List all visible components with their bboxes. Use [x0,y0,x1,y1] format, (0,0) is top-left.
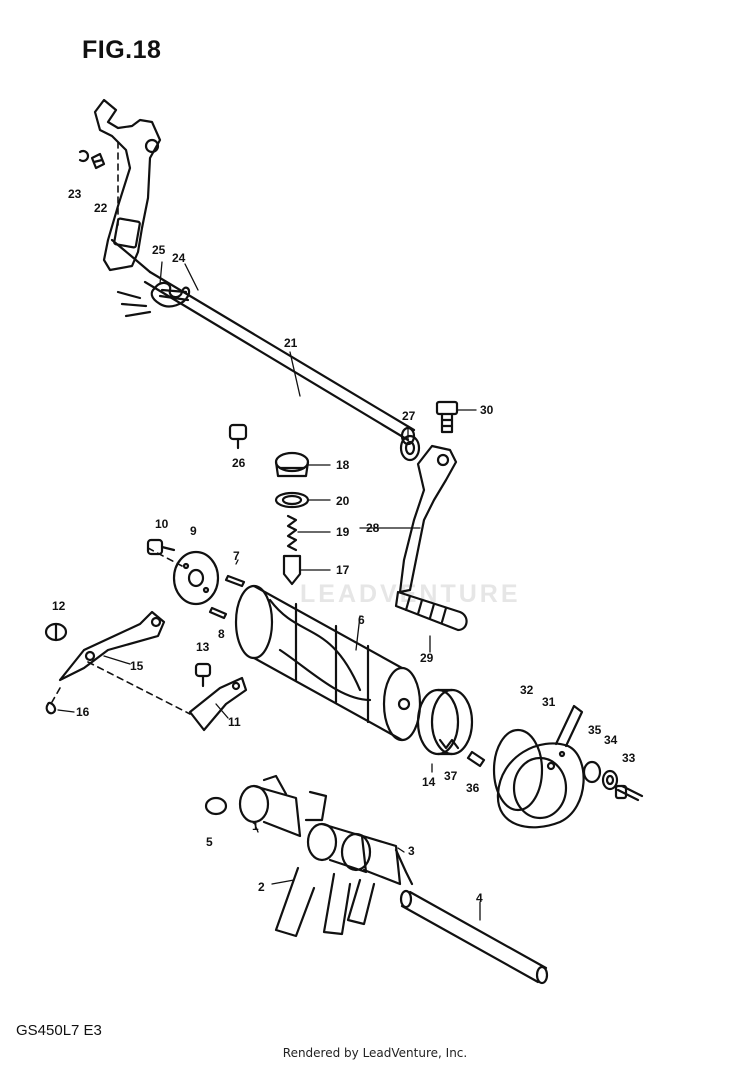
callout-15: 15 [130,659,144,673]
callout-14: 14 [422,775,436,789]
cam-driven-gear-9[interactable] [172,550,220,606]
o-ring-32[interactable] [492,728,544,812]
gear-shift-shaft[interactable] [110,238,416,446]
spring-16[interactable] [45,701,57,715]
footer-credit: Rendered by LeadVenture, Inc. [282,1046,468,1060]
plug-18[interactable] [274,451,310,478]
callout-8: 8 [218,627,225,641]
gear-shift-arm[interactable] [93,98,162,318]
callout-32: 32 [520,683,534,697]
callout-36: 36 [466,781,480,795]
callout-34: 34 [604,733,618,747]
gasket-20[interactable] [274,491,310,509]
neutral-stopper-17[interactable] [282,554,302,586]
callout-6: 6 [358,613,365,627]
screw-5[interactable] [204,796,228,816]
callout-18: 18 [336,458,350,472]
callout-leader-lines [57,261,481,921]
callout-11: 11 [228,715,241,729]
cam-guide-11[interactable] [188,676,248,732]
shift-fork-shaft-4[interactable] [399,889,549,985]
callout-33: 33 [622,751,636,765]
oil-seal[interactable] [399,434,421,462]
callout-26: 26 [232,456,246,470]
bolt-30[interactable] [435,400,459,434]
callout-4: 4 [476,891,483,905]
cam-stopper-plate-15[interactable] [58,610,166,682]
callout-5: 5 [206,835,213,849]
callout-25: 25 [152,243,166,257]
screw-10[interactable] [146,538,176,556]
spring-19[interactable] [286,514,298,552]
screw-12[interactable] [44,622,68,642]
model-code: GS450L7 E3 [16,1022,102,1039]
screw-33[interactable] [614,784,644,802]
cam-bearing-14[interactable] [416,688,474,756]
callout-21: 21 [284,336,298,350]
callout-labels: 1 2 3 4 5 6 7 8 9 10 11 12 13 14 15 16 1… [52,187,636,905]
gear-shift-cam[interactable] [234,584,422,742]
callout-3: 3 [408,844,415,858]
pin-7[interactable] [224,574,246,588]
washer-35[interactable] [582,760,602,784]
callout-30: 30 [480,403,494,417]
callout-19: 19 [336,525,350,539]
callout-23: 23 [68,187,82,201]
callout-27: 27 [402,409,416,423]
gear-lever-rubber[interactable] [394,590,468,632]
callout-17: 17 [336,563,350,577]
callout-22: 22 [94,201,108,215]
pin-8[interactable] [208,606,228,620]
callout-24: 24 [172,251,186,265]
callout-35: 35 [588,723,602,737]
screw-13[interactable] [194,662,212,688]
stopper-pin-26[interactable] [228,423,248,450]
callout-37: 37 [444,769,458,783]
shift-fork-3[interactable] [340,832,414,926]
return-spring[interactable] [150,281,191,308]
spring-36[interactable] [438,738,460,750]
circlip-23[interactable] [78,149,90,163]
callout-29: 29 [420,651,434,665]
callout-16: 16 [76,705,90,719]
callout-7: 7 [233,549,240,563]
gear-shift-lever[interactable] [398,444,458,594]
callout-13: 13 [196,640,210,654]
callout-12: 12 [52,599,66,613]
washer-34[interactable] [601,769,619,791]
neutral-switch-31[interactable] [496,704,585,829]
shift-fork-1[interactable] [238,774,328,838]
callout-10: 10 [155,517,169,531]
figure-title: FIG.18 [82,36,162,64]
callout-9: 9 [190,524,197,538]
callout-20: 20 [336,494,350,508]
callout-31: 31 [542,695,556,709]
contact-37[interactable] [466,750,486,768]
callout-1: 1 [252,819,259,833]
callout-2: 2 [258,880,265,894]
shift-fork-2[interactable] [274,822,368,938]
spring-22[interactable] [90,152,106,170]
callout-28: 28 [366,521,380,535]
assembly-dashed-lines [51,141,191,715]
